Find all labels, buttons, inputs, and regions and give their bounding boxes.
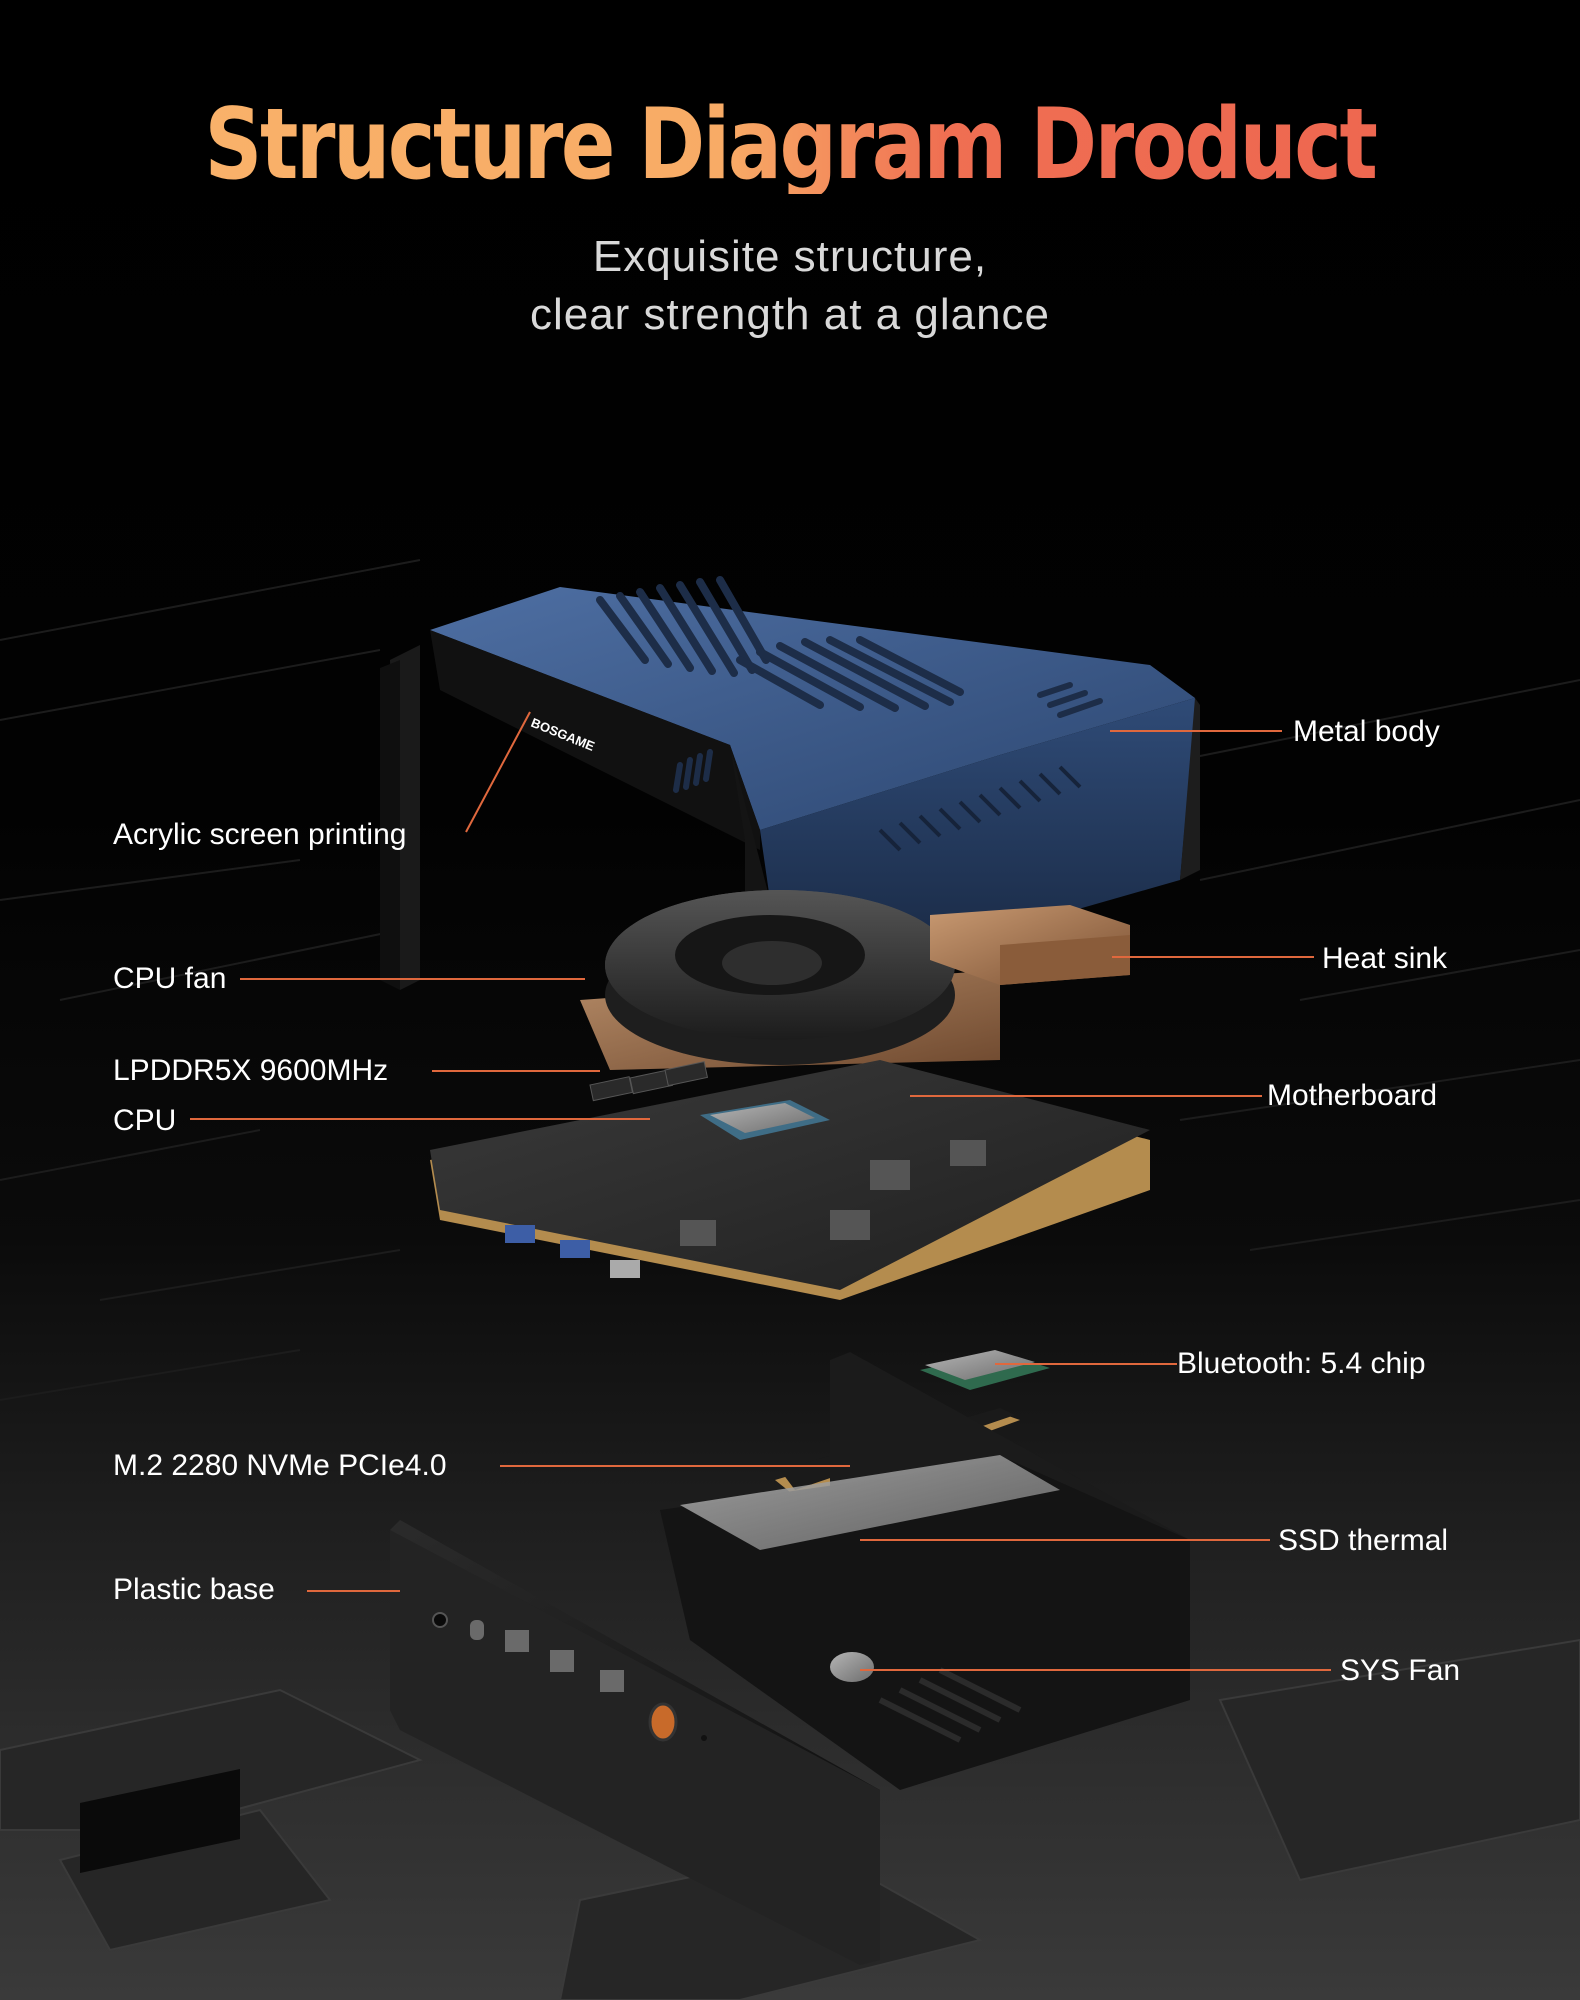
page-title: Structure Diagram Droduct bbox=[142, 96, 1438, 194]
callout-cpu-fan: CPU fan bbox=[113, 962, 227, 995]
subtitle-line-1: Exquisite structure, bbox=[592, 232, 988, 281]
callout-acrylic-screen-printing: Acrylic screen printing bbox=[113, 818, 407, 851]
callout-bluetooth-chip: Bluetooth: 5.4 chip bbox=[1177, 1347, 1426, 1380]
callout-motherboard: Motherboard bbox=[1267, 1079, 1438, 1112]
sys-fan-hub bbox=[830, 1652, 874, 1682]
callout-sys-fan: SYS Fan bbox=[1340, 1654, 1461, 1687]
subtitle-line-2: clear strength at a glance bbox=[529, 290, 1051, 339]
power-button bbox=[648, 1702, 678, 1742]
callout-ssd-thermal: SSD thermal bbox=[1278, 1524, 1449, 1557]
callout-metal-body: Metal body bbox=[1293, 715, 1440, 748]
callout-heat-sink: Heat sink bbox=[1322, 942, 1448, 975]
callout-lpddr5x-memory: LPDDR5X 9600MHz bbox=[113, 1054, 389, 1087]
plastic-base-part bbox=[390, 1352, 1190, 1965]
bluetooth-chip-part bbox=[920, 1350, 1050, 1390]
callout-m2-nvme: M.2 2280 NVMe PCIe4.0 bbox=[113, 1449, 447, 1482]
motherboard-part bbox=[430, 1060, 1150, 1300]
callout-cpu: CPU bbox=[113, 1104, 177, 1137]
heat-sink-part bbox=[930, 905, 1130, 985]
cpu-fan-part bbox=[580, 890, 1000, 1070]
callout-plastic-base: Plastic base bbox=[113, 1573, 275, 1606]
page-subtitle: Exquisite structure, clear strength at a… bbox=[0, 228, 1580, 344]
